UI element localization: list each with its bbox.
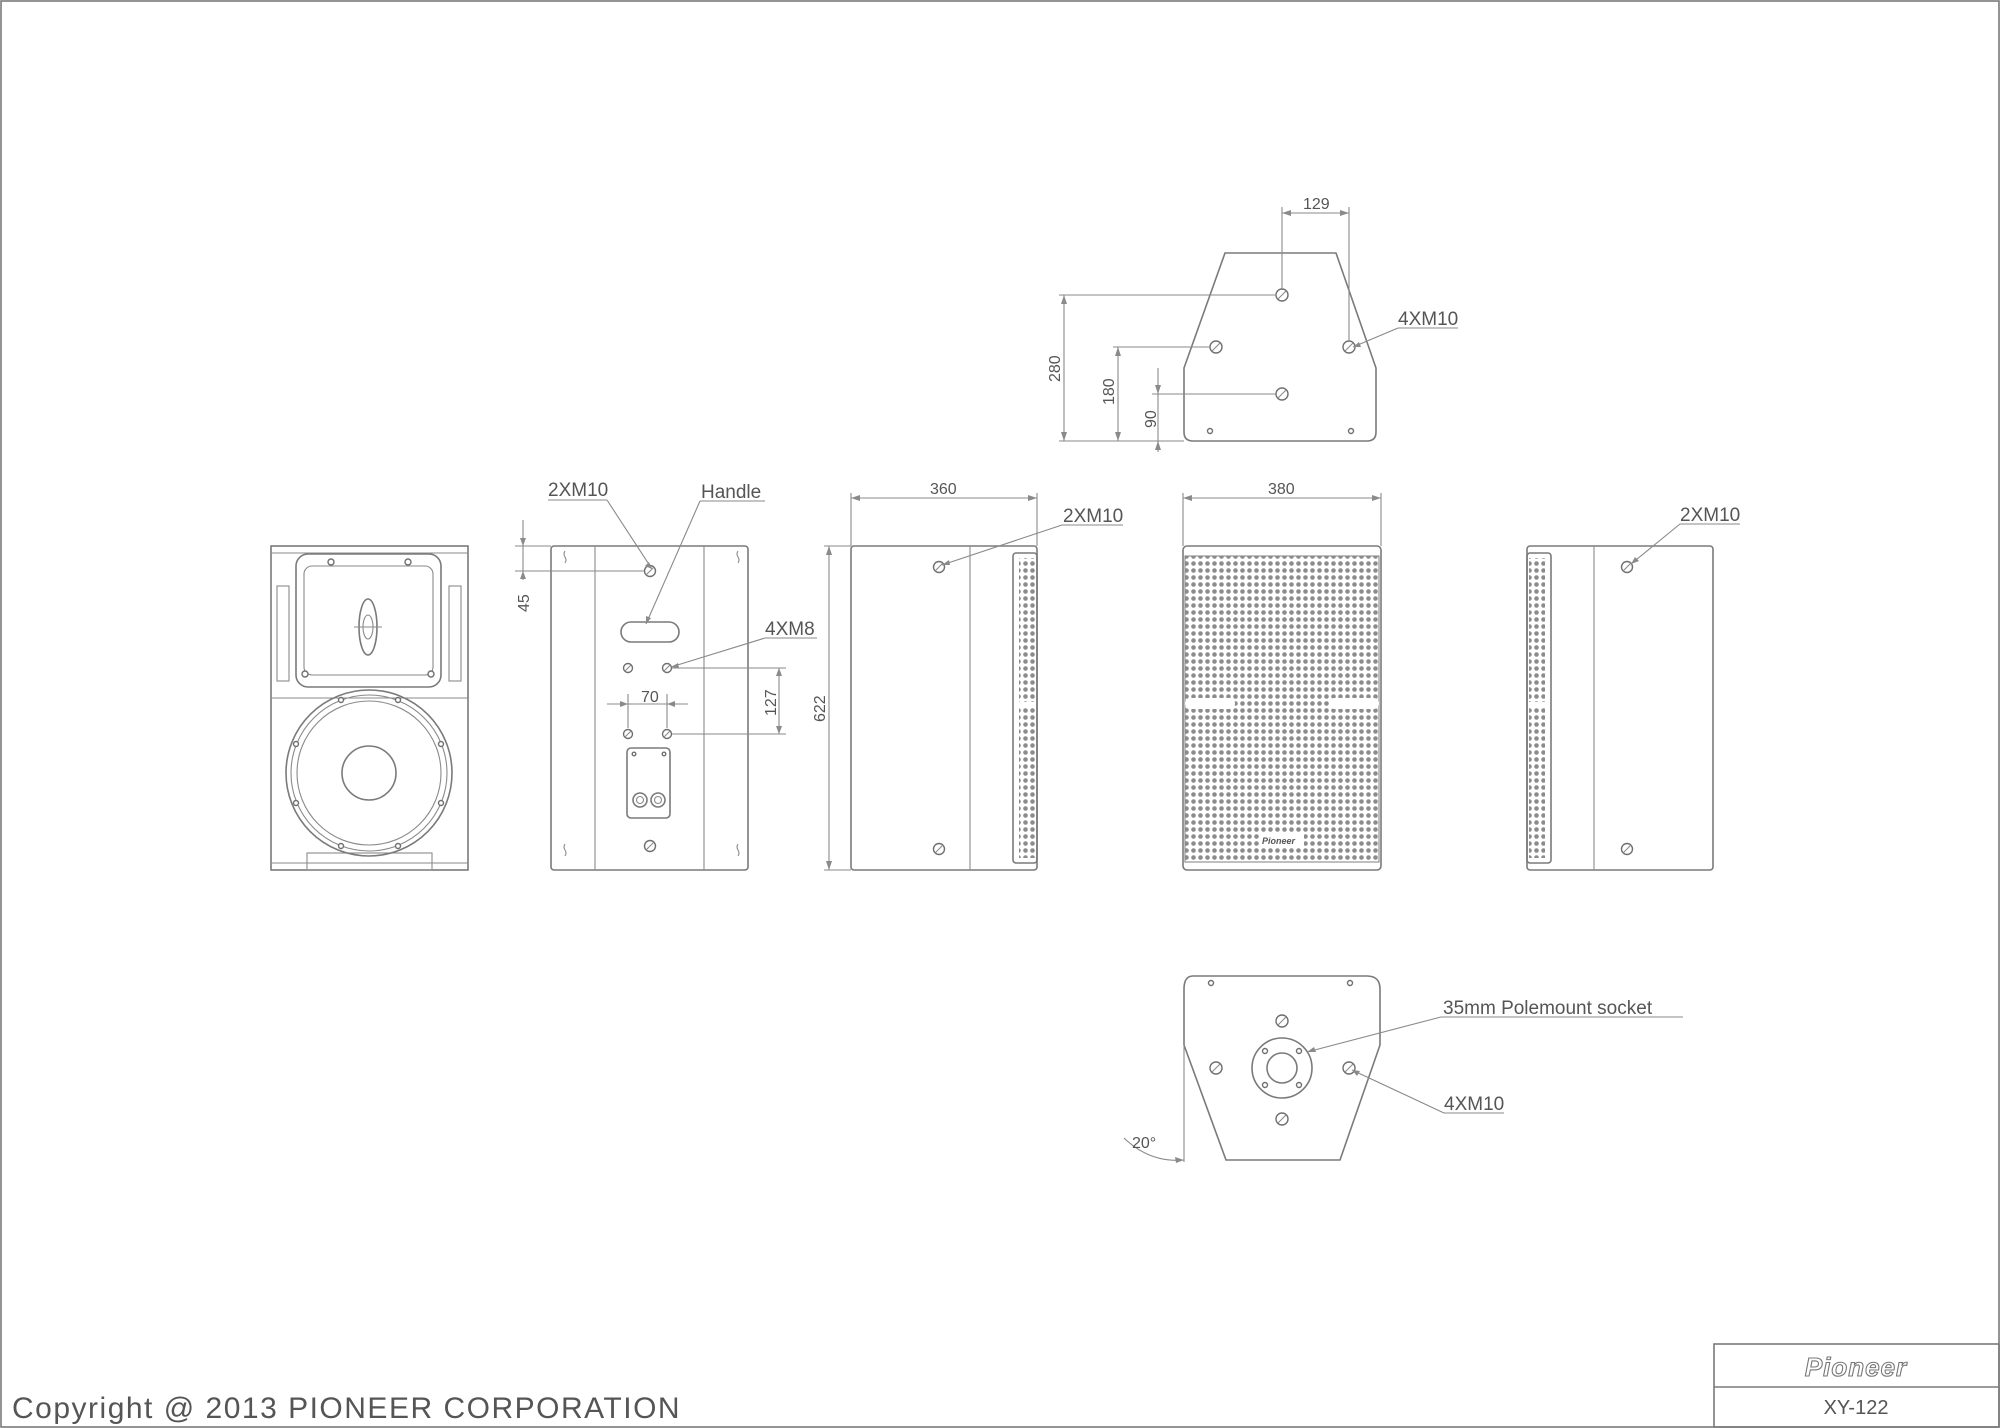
woofer: [285, 689, 453, 857]
model-number: XY-122: [1824, 1397, 1889, 1419]
callout-top-4xm10: 4XM10: [1398, 309, 1458, 330]
callout-polemount-socket: 35mm Polemount socket: [1443, 998, 1653, 1019]
rear-view: [550, 545, 749, 871]
copyright-notice: Copyright @ 2013 PIONEER CORPORATION: [12, 1392, 681, 1425]
callout-side-left-2xm10: 2XM10: [1063, 506, 1123, 527]
side-port-right: [448, 585, 462, 682]
dim-380: 380: [1268, 481, 1295, 498]
front-dimensions: 380: [1182, 481, 1382, 546]
dim-45: 45: [516, 594, 533, 612]
title-block: Pioneer XY-122: [1713, 1343, 2000, 1428]
callout-4xm8: 4XM8: [765, 619, 815, 640]
polemount-socket-icon: [1251, 1037, 1313, 1099]
side-right-callout: 2XM10: [1630, 505, 1740, 565]
dim-127: 127: [763, 689, 780, 716]
callout-handle: Handle: [701, 482, 761, 503]
handle-recess: [620, 621, 680, 643]
side-view-left: [850, 545, 1038, 871]
pioneer-badge-icon: [1260, 834, 1304, 846]
dim-70: 70: [641, 689, 659, 706]
side-left-dimensions: 360 622 2XM10: [812, 481, 1123, 871]
dim-90: 90: [1143, 410, 1160, 428]
side-port-left: [276, 585, 290, 682]
dim-360: 360: [930, 481, 957, 498]
dim-280: 280: [1047, 355, 1064, 382]
dim-180: 180: [1101, 378, 1118, 405]
svg-text:Pioneer: Pioneer: [1262, 836, 1296, 846]
top-view: [1183, 252, 1377, 442]
rear-dimensions: 45 70 127 2XM10 Handle 4XM8: [515, 480, 817, 735]
front-view-no-grille: [270, 545, 469, 871]
side-view-right: [1526, 545, 1714, 871]
input-panel: [626, 747, 671, 819]
front-view-grille: Pioneer: [1182, 545, 1382, 871]
bottom-dimensions: 20° 35mm Polemount socket 4XM10: [1123, 998, 1683, 1163]
callout-bottom-4xm10: 4XM10: [1444, 1094, 1504, 1115]
dim-tilt-angle: 20°: [1132, 1135, 1156, 1152]
dim-129: 129: [1303, 196, 1330, 213]
top-dimensions: 129 280 180 90 4XM10: [1047, 196, 1458, 452]
brand-logo: Pioneer: [1805, 1352, 1908, 1382]
callout-rear-2xm10: 2XM10: [548, 480, 608, 501]
callout-side-right-2xm10: 2XM10: [1680, 505, 1740, 526]
bottom-view: [1183, 975, 1381, 1161]
dim-622: 622: [812, 695, 829, 722]
horn-waveguide: [295, 553, 442, 688]
